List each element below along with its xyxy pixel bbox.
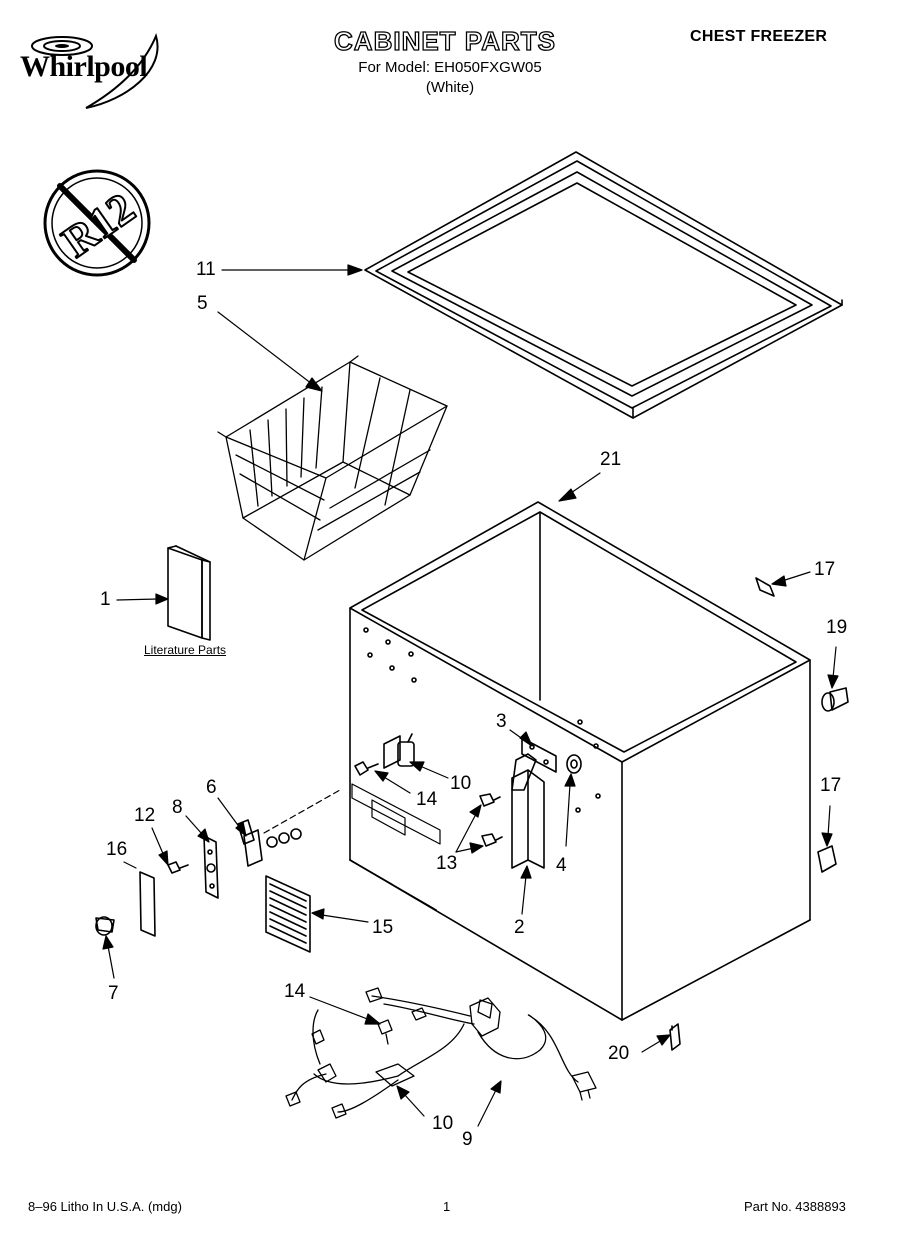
callout-2: 2 bbox=[514, 917, 525, 938]
cabinet-drawing bbox=[349, 501, 811, 1021]
callout-21: 21 bbox=[600, 449, 622, 470]
callout-13: 13 bbox=[436, 853, 458, 874]
drain-plug-drawing bbox=[821, 687, 849, 712]
callout-11: 11 bbox=[196, 259, 216, 280]
grille-drawing bbox=[265, 875, 311, 953]
page-number: 1 bbox=[443, 1199, 451, 1214]
callout-9: 9 bbox=[462, 1129, 473, 1150]
thermostat-bracket-drawing bbox=[383, 733, 415, 769]
callout-19: 19 bbox=[826, 617, 848, 638]
label-17-upper-drawing bbox=[755, 577, 775, 597]
callout-4: 4 bbox=[556, 855, 567, 876]
label-plate-drawing bbox=[139, 871, 156, 937]
whirlpool-swirl-icon bbox=[31, 33, 159, 109]
no-r12-badge-icon: R12 bbox=[43, 169, 151, 277]
callout-17-lower: 17 bbox=[820, 775, 842, 796]
thermostat-drawing bbox=[237, 819, 302, 867]
part-number: Part No. 4388893 bbox=[744, 1199, 846, 1214]
lid-gasket-drawing bbox=[364, 151, 843, 419]
callout-16: 16 bbox=[106, 839, 128, 860]
label-17-lower-drawing bbox=[817, 845, 837, 873]
literature-booklet-drawing bbox=[167, 545, 211, 641]
callout-20: 20 bbox=[608, 1043, 630, 1064]
callout-8: 8 bbox=[172, 797, 183, 818]
wiring-harness-drawing bbox=[285, 987, 597, 1119]
hinge-drawing bbox=[511, 753, 545, 869]
clip-drawing bbox=[669, 1023, 681, 1051]
callout-17-upper: 17 bbox=[814, 559, 836, 580]
callout-12: 12 bbox=[134, 805, 156, 826]
callout-14-upper: 14 bbox=[416, 789, 438, 810]
literature-parts-label: Literature Parts bbox=[144, 643, 227, 657]
color-line: (White) bbox=[425, 79, 475, 96]
callout-5: 5 bbox=[197, 293, 208, 314]
screws-drawing bbox=[167, 761, 503, 874]
wire-basket-drawing bbox=[217, 355, 448, 561]
callout-6: 6 bbox=[206, 777, 217, 798]
whirlpool-logo: Whirlpool bbox=[16, 30, 186, 112]
page-title: CABINET PARTS bbox=[333, 25, 556, 56]
callout-10-upper: 10 bbox=[450, 773, 472, 794]
callout-14-lower: 14 bbox=[284, 981, 306, 1002]
callout-3: 3 bbox=[496, 711, 507, 732]
control-plate-drawing bbox=[203, 835, 219, 899]
callout-15: 15 bbox=[372, 917, 394, 938]
appliance-category: CHEST FREEZER bbox=[690, 28, 828, 45]
callout-10-lower: 10 bbox=[432, 1113, 454, 1134]
footer-print-info: 8–96 Litho In U.S.A. (mdg) bbox=[28, 1199, 182, 1214]
callout-7: 7 bbox=[108, 983, 119, 1004]
brand-name: Whirlpool bbox=[20, 50, 148, 83]
hinge-cap-drawing bbox=[566, 754, 582, 774]
control-knob-drawing bbox=[95, 916, 115, 936]
model-info: For Model: EH050FXGW05 (White) bbox=[330, 58, 570, 98]
callout-1: 1 bbox=[100, 589, 111, 610]
model-line: For Model: EH050FXGW05 bbox=[358, 59, 542, 76]
leader-lines bbox=[102, 264, 839, 1127]
